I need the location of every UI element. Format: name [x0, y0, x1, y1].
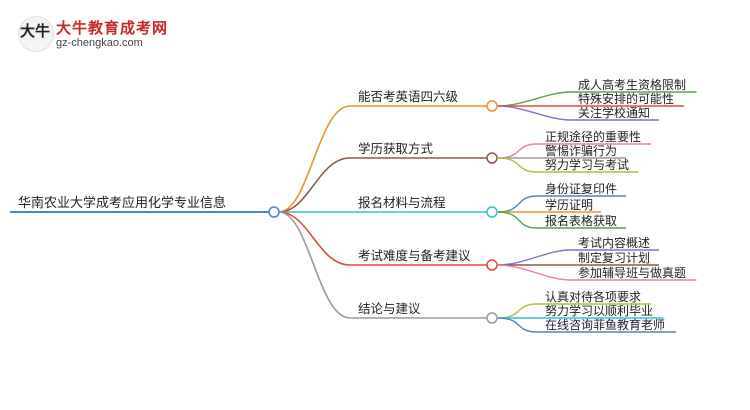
- leaf-label-4-0: 认真对待各项要求: [545, 289, 641, 304]
- logo-url: gz-chengkao.com: [56, 37, 143, 49]
- branch-connector-4: [278, 211, 351, 319]
- leaf-label-2-2: 报名表格获取: [545, 213, 617, 228]
- leaf-label-1-0: 正规途径的重要性: [545, 129, 641, 144]
- leaf-label-4-1: 努力学习以顺利毕业: [545, 303, 653, 318]
- leaf-connector-4-2: [497, 317, 538, 333]
- leaf-label-3-1: 制定复习计划: [578, 250, 650, 265]
- leaf-connector-0-0: [497, 91, 571, 107]
- leaf-connector-0-2: [497, 105, 571, 121]
- branch-label-3: 考试难度与备考建议: [358, 248, 471, 263]
- branch-connector-1: [278, 157, 351, 213]
- site-logo[interactable]: 大牛 大牛教育成考网 gz-chengkao.com: [14, 14, 214, 54]
- branch-node-1: [486, 152, 498, 164]
- leaf-label-0-0: 成人高考生资格限制: [578, 77, 686, 92]
- leaf-connector-3-2: [497, 264, 571, 281]
- leaf-connector-2-2: [497, 211, 538, 229]
- logo-site-name: 大牛教育成考网: [56, 19, 169, 37]
- branch-node-2: [486, 206, 498, 218]
- leaf-label-2-1: 学历证明: [545, 197, 593, 212]
- leaf-label-0-2: 关注学校通知: [578, 105, 650, 120]
- root-node: [268, 206, 280, 218]
- branch-label-0: 能否考英语四六级: [358, 89, 459, 104]
- branch-label-1: 学历获取方式: [358, 141, 434, 156]
- branch-node-4: [486, 312, 498, 324]
- leaf-label-3-0: 考试内容概述: [578, 235, 650, 250]
- logo-badge-icon: [18, 16, 54, 52]
- logo-glyph: 大牛: [20, 22, 51, 40]
- leaf-connector-3-0: [497, 249, 571, 266]
- leaf-label-1-1: 警惕诈骗行为: [545, 143, 617, 158]
- branch-node-3: [486, 259, 498, 271]
- branch-label-4: 结论与建议: [358, 301, 421, 316]
- branch-node-0: [486, 100, 498, 112]
- leaf-label-4-2: 在线咨询菲鱼教育老师: [545, 317, 665, 332]
- leaf-connector-4-0: [497, 303, 538, 319]
- branch-connector-3: [278, 211, 351, 266]
- leaf-connector-2-0: [497, 195, 538, 213]
- leaf-connector-1-2: [497, 157, 538, 173]
- leaf-label-1-2: 努力学习与考试: [545, 157, 629, 172]
- leaf-label-3-2: 参加辅导班与做真题: [578, 265, 686, 280]
- leaf-label-0-1: 特殊安排的可能性: [578, 91, 674, 106]
- branch-connector-0: [278, 105, 351, 213]
- leaf-connector-1-0: [497, 143, 538, 159]
- leaf-label-2-0: 身份证复印件: [545, 181, 617, 196]
- branch-label-2: 报名材料与流程: [358, 195, 446, 210]
- root-topic: 华南农业大学成考应用化学专业信息: [18, 195, 226, 211]
